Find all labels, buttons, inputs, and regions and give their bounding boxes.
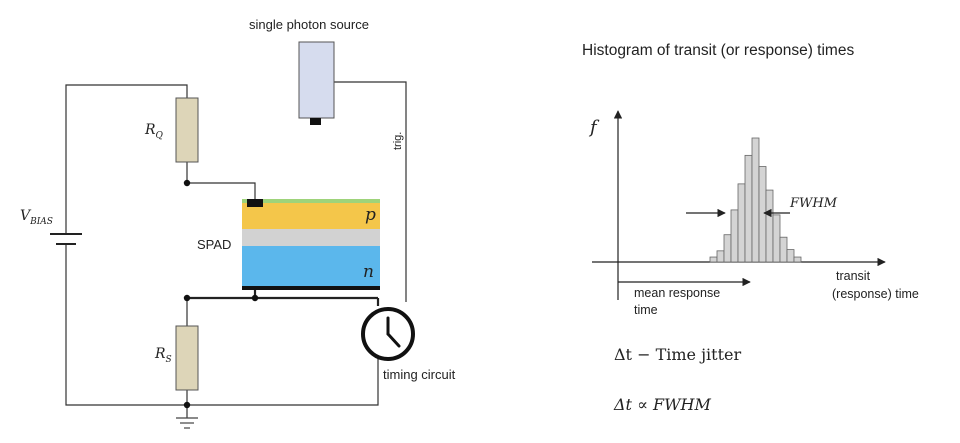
photon-source-aperture <box>310 118 321 125</box>
battery-symbol <box>50 233 82 245</box>
histogram-bar <box>744 154 753 263</box>
spad-label: SPAD <box>197 237 231 252</box>
histogram-title: Histogram of transit (or response) times <box>582 42 854 59</box>
histogram-bar <box>758 166 767 263</box>
histogram-bar <box>786 249 795 263</box>
histogram-bar <box>779 236 788 263</box>
y-axis-label: f <box>588 117 600 138</box>
histogram-bar <box>765 189 774 263</box>
x-axis-label-line1: transit <box>836 269 871 283</box>
histogram-panel: Histogram of transit (or response) times… <box>582 42 919 317</box>
histogram-bar <box>737 183 746 263</box>
n-layer-label: n <box>363 262 374 282</box>
histogram-bar <box>793 256 802 263</box>
rs-label: RS <box>154 346 172 365</box>
spad-contact <box>247 199 263 207</box>
histogram-bar <box>730 209 739 263</box>
trig-label: trig. <box>392 132 404 150</box>
clock-icon <box>361 307 415 361</box>
histogram-bar <box>709 256 718 263</box>
resistor-rs <box>175 325 199 391</box>
rq-label: RQ <box>144 122 164 141</box>
time-jitter-equation: Δt − Time jitter <box>614 345 741 364</box>
junction-dots <box>183 179 259 409</box>
histogram-bars <box>709 137 802 263</box>
timing-circuit-label: timing circuit <box>383 367 456 382</box>
fwhm-proportionality-equation: Δt ∝ FWHM <box>613 395 711 414</box>
histogram-bar <box>772 214 781 263</box>
circuit-wires-thick <box>187 289 380 306</box>
circuit-wires <box>65 81 407 418</box>
mean-response-label-line2: time <box>634 303 658 317</box>
source-label: single photon source <box>249 17 369 32</box>
photon-source <box>298 41 335 119</box>
histogram-bar <box>751 137 760 263</box>
histogram-bar <box>716 250 725 263</box>
mean-response-label-line1: mean response <box>634 286 720 300</box>
spad-device <box>242 199 380 290</box>
x-axis-label-line2: (response) time <box>832 287 919 301</box>
circuit-diagram: VBIAS RQ RS p n SPA <box>20 17 456 429</box>
p-layer-label: p <box>365 205 376 225</box>
resistor-rq <box>175 97 199 163</box>
ground-symbol <box>176 417 198 429</box>
fwhm-label: FWHM <box>789 196 838 211</box>
histogram-bar <box>723 234 732 263</box>
vbias-label: VBIAS <box>20 208 53 227</box>
